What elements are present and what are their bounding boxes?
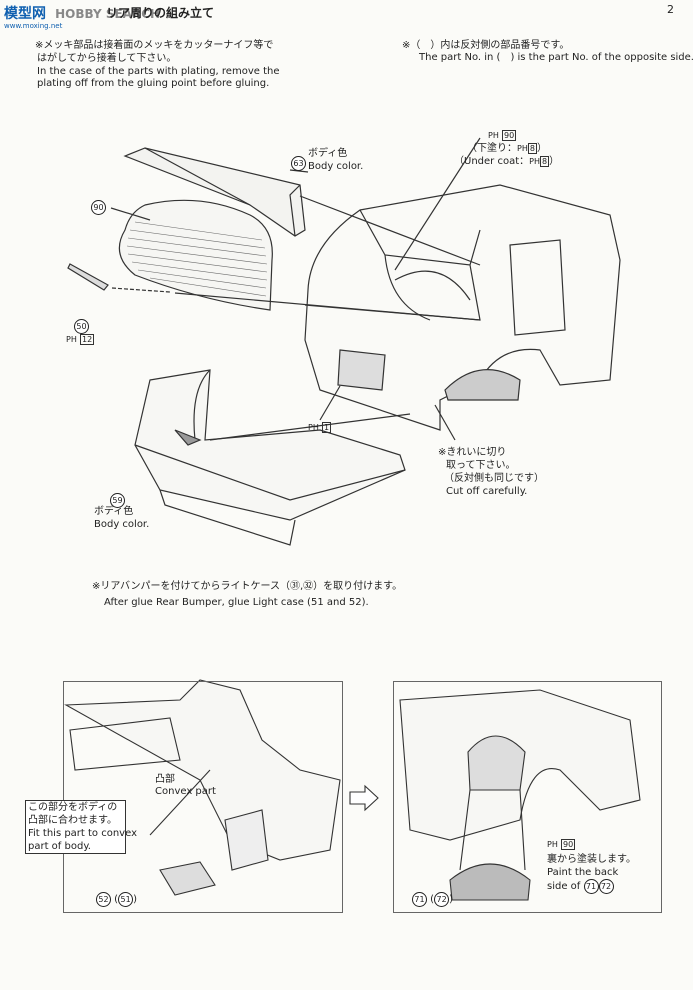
plating-note-en-1: In the case of the parts with plating, r…: [37, 66, 280, 77]
paint-back-jp: 裏から塗装します。: [547, 854, 636, 865]
part-number-50: 50: [74, 319, 89, 334]
bumper-note-en: After glue Rear Bumper, glue Light case …: [104, 597, 369, 608]
undercoat-jp-text: （下塗り：: [467, 143, 517, 154]
part-number-90: 90: [91, 200, 106, 215]
paint-back-en-2-text: side of: [547, 881, 581, 892]
paint-ph1: PH 1: [308, 421, 332, 434]
page-title: リア周りの組み立て: [106, 6, 215, 20]
part-number-59: 59: [110, 493, 125, 508]
paint-ph90: PH 90: [488, 129, 517, 142]
opposite-note-en: The part No. in ( ) is the part No. of t…: [419, 52, 693, 63]
close-paren: ）: [549, 156, 560, 167]
cut-note-jp-3: （反対側も同じです）: [444, 473, 544, 484]
paint-back-en-1: Paint the back: [547, 867, 619, 878]
fit-note-jp-2: 凸部に合わせます。: [28, 815, 117, 826]
part-50-paint: PH 12: [66, 333, 95, 346]
detail-frame-left: [63, 681, 343, 913]
part-label-59: 59: [110, 488, 125, 508]
part-63-color-en: Body color.: [308, 161, 364, 172]
tail-light-part: [449, 863, 531, 901]
paint-prefix: PH: [66, 335, 77, 344]
opposite-note-jp: ※（ ）内は反対側の部品番号です。: [402, 40, 570, 51]
undercoat-en-text: （Under coat：: [454, 156, 530, 167]
part-number-72-ref: 72: [598, 879, 614, 894]
part-number-63: 63: [291, 156, 306, 171]
watermark-logo: 模型网 HOBBY SEARCH: [4, 3, 160, 23]
plating-note-jp-1: ※メッキ部品は接着面のメッキをカッターナイフ等で: [35, 40, 274, 51]
bumper-note-jp: ※リアバンパーを付けてからライトケース（㉛,㉜）を取り付けます。: [92, 581, 403, 592]
part-63-color-jp: ボディ色: [308, 148, 348, 159]
part-number-71-ref: 71: [583, 879, 599, 894]
paint-code-90-detail: 90: [561, 839, 576, 850]
cut-note-en: Cut off carefully.: [446, 486, 528, 497]
cut-note-jp-2: 取って下さい。: [446, 460, 516, 471]
paint-prefix: PH: [547, 840, 558, 849]
paint-prefix: PH: [517, 144, 528, 153]
part-label-90: 90: [91, 195, 106, 215]
watermark-url: www.moxing.net: [4, 22, 63, 30]
watermark-site: HOBBY SEARCH: [55, 7, 161, 21]
paint-code-12: 12: [80, 334, 95, 345]
part-number-72: 72: [434, 892, 450, 907]
part-label-63: 63: [291, 151, 306, 171]
part-59-color-en: Body color.: [94, 519, 150, 530]
part-number-52: 52: [96, 892, 111, 907]
wiper-part: [67, 263, 109, 291]
part-number-51: 51: [118, 892, 134, 907]
plating-note-en-2: plating off from the gluing point before…: [37, 78, 270, 89]
part-59-color-jp: ボディ色: [94, 506, 134, 517]
part-label-50: 50: [74, 314, 89, 334]
convex-label-en: Convex part: [155, 786, 216, 797]
light-case-part: [159, 861, 216, 896]
page-number: 2: [667, 3, 674, 16]
fit-note-en-2: part of body.: [28, 841, 91, 852]
undercoat-code-en: 8: [539, 156, 550, 167]
plating-note-jp-2: はがしてから接着して下さい。: [37, 53, 177, 64]
paint-prefix: PH: [308, 423, 319, 432]
convex-label-jp: 凸部: [155, 774, 175, 785]
close-paren: ）: [536, 143, 547, 154]
paint-prefix: PH: [529, 157, 540, 166]
undercoat-code-jp: 8: [527, 143, 537, 154]
watermark-logo-text: 模型网: [4, 6, 46, 22]
fit-note-box: この部分をボディの 凸部に合わせます。 Fit this part to con…: [25, 800, 137, 854]
detail-frame-right: [393, 681, 662, 913]
paint-ph90-detail: PH 90: [547, 838, 576, 851]
rear-bumper-part: [134, 369, 406, 521]
paint-code-90: 90: [502, 130, 517, 141]
bumper-detail-drawing: [64, 679, 341, 861]
part-label-71-72: 71 (72): [412, 892, 453, 907]
cut-note-jp-1: ※きれいに切り: [438, 447, 507, 458]
paint-prefix: PH: [488, 131, 499, 140]
paint-code-1: 1: [322, 422, 332, 433]
part-number-71: 71: [412, 892, 427, 907]
part-label-52-51: 52 (51): [96, 892, 137, 907]
fit-note-en-1: Fit this part to convex: [28, 828, 137, 839]
fit-note-jp-1: この部分をボディの: [28, 802, 118, 813]
